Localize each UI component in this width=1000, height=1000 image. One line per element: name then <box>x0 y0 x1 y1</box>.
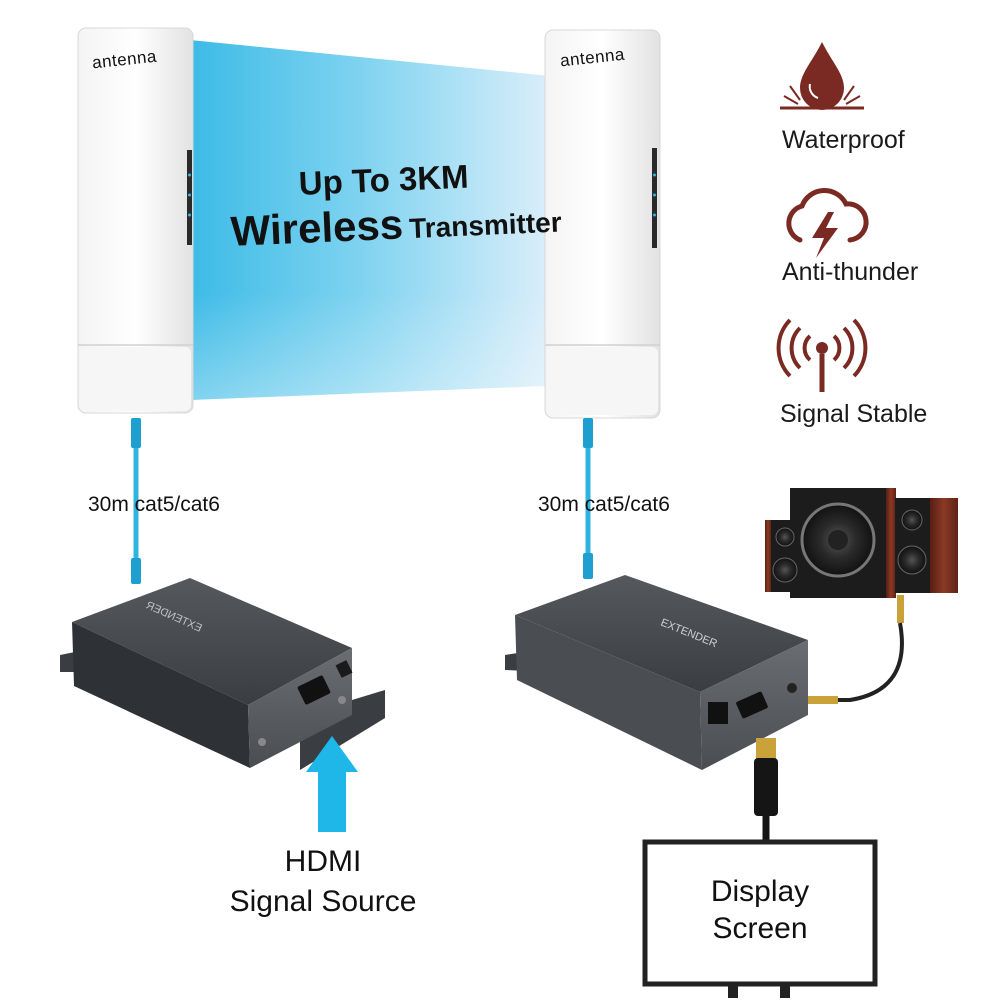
hdmi-source-caption: HDMI Signal Source <box>210 842 436 922</box>
display-screen-caption: Display Screen <box>648 873 872 947</box>
headline-up-to: Up To <box>297 160 400 202</box>
display-line-1: Display <box>710 875 810 908</box>
headline-wireless: Wireless <box>229 200 405 255</box>
hdmi-input-arrow <box>306 736 358 832</box>
wireless-beam <box>190 40 570 400</box>
feature-label-waterproof: Waterproof <box>782 126 905 154</box>
speakers <box>765 488 958 598</box>
headline-distance: 3KM <box>398 157 470 198</box>
left-cable-label: 30m cat5/cat6 <box>88 493 220 516</box>
left-antenna-unit <box>77 27 194 414</box>
left-network-cable <box>131 418 141 584</box>
audio-cable <box>808 595 904 704</box>
transmitter-box: EXTENDER <box>60 578 385 770</box>
feature-label-signal-stable: Signal Stable <box>780 400 928 428</box>
storm-cloud-icon <box>786 188 869 258</box>
right-cable-label: 30m cat5/cat6 <box>538 493 670 516</box>
signal-tower-icon <box>776 318 868 392</box>
headline-transmitter: Transmitter <box>408 206 563 245</box>
hdmi-output-cable <box>754 738 778 842</box>
display-screen-box <box>642 839 878 998</box>
water-drop-icon <box>780 42 864 110</box>
feature-label-anti-thunder: Anti-thunder <box>782 258 919 286</box>
display-line-2: Screen <box>712 912 808 945</box>
hdmi-source-line-2: Signal Source <box>229 885 417 918</box>
receiver-box: EXTENDER <box>505 575 808 770</box>
right-network-cable <box>583 418 593 579</box>
hdmi-source-line-1: HDMI <box>284 845 362 878</box>
right-antenna-unit <box>544 29 661 419</box>
